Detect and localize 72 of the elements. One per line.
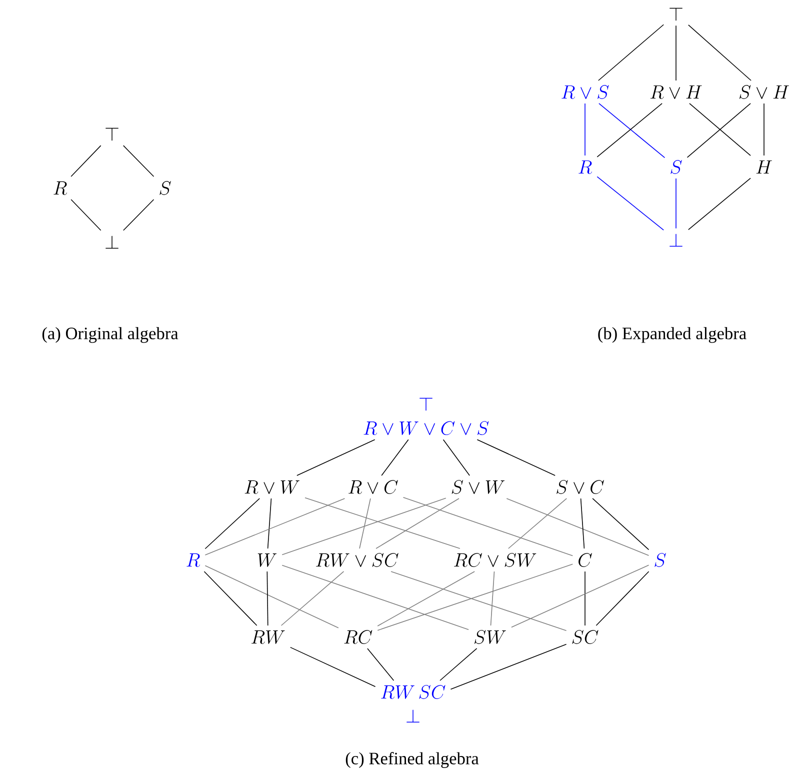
lattice-edge	[598, 24, 664, 81]
lattice-element: $SC$	[572, 630, 598, 644]
lattice-edge	[584, 103, 586, 156]
lattice-element: $R$	[578, 160, 592, 174]
lattice-edge	[440, 648, 478, 681]
lattice-element: $H$	[756, 160, 772, 174]
lattice-edge	[377, 564, 574, 631]
lattice-element: $R \vee W$	[244, 480, 300, 494]
lattice-element: $RW \vee SC$	[316, 553, 398, 567]
lattice-edge	[267, 498, 272, 549]
lattice-edge	[508, 498, 568, 549]
lattice-edge	[450, 644, 567, 690]
lattice-edge	[580, 498, 585, 549]
lattice-element: $S \vee H$	[739, 85, 789, 99]
lattice-element: $RC$	[344, 630, 372, 644]
lattice-edge	[70, 199, 102, 231]
lattice-edge	[280, 571, 344, 626]
lattice-edge	[359, 498, 371, 549]
lattice-element: $RC \vee SW$	[454, 553, 536, 567]
lattice-element: $W$	[258, 553, 277, 567]
lattice-edge	[688, 24, 752, 81]
lattice-edge	[204, 565, 339, 628]
lattice-edge	[296, 439, 376, 476]
lattice-edge	[290, 646, 376, 687]
lattice-edge	[402, 496, 574, 556]
lattice-edge	[70, 145, 102, 177]
lattice-edge	[381, 439, 409, 476]
lattice-element: $S$	[160, 181, 171, 195]
lattice-element: $RW$	[252, 630, 285, 644]
lattice-element: $\bot$	[106, 236, 118, 249]
lattice-element: $S \vee C$	[556, 480, 604, 494]
lattice-edge	[596, 176, 664, 230]
lattice-element: $R \vee H$	[650, 85, 702, 99]
subfigure-caption: (c) Refined algebra	[346, 752, 479, 768]
lattice-element: $R$	[186, 553, 200, 567]
lattice-edge	[584, 571, 586, 626]
lattice-edge	[282, 564, 469, 630]
lattice-edge	[377, 571, 475, 626]
lattice-element: $\top$	[670, 8, 682, 21]
lattice-edge	[476, 439, 556, 476]
lattice-element: $R$	[54, 181, 67, 195]
lattice-edge	[266, 571, 268, 626]
lattice-element: $S$	[654, 553, 666, 567]
lattice-edge	[204, 571, 258, 626]
subfigure-caption: (b) Expanded algebra	[598, 327, 746, 343]
lattice-edge	[123, 145, 154, 177]
lattice-edge	[596, 571, 650, 626]
lattice-edge	[442, 439, 470, 476]
lattice-edge	[390, 571, 567, 632]
lattice-element: $S \vee W$	[452, 480, 505, 494]
lattice-edge	[367, 648, 394, 681]
lattice-edge	[376, 498, 460, 549]
lattice-element: $RW\,SC$ $\bot$	[381, 685, 446, 723]
lattice-edge	[592, 498, 650, 550]
lattice-edge	[490, 571, 495, 626]
lattice-element: $SW$	[474, 630, 506, 644]
lattice-edge	[123, 199, 154, 231]
lattice-element: $\bot$	[670, 234, 682, 247]
lattice-edge	[204, 498, 346, 556]
lattice-edge	[282, 498, 446, 556]
lattice-edge	[506, 498, 650, 556]
lattice-edge	[688, 178, 751, 230]
lattice-edge	[511, 564, 650, 628]
lattice-edge	[304, 497, 460, 549]
lattice-edge	[204, 498, 260, 550]
lattice-element: $R \vee S$	[562, 85, 609, 99]
lattice-element: $S$	[670, 160, 682, 174]
lattice-element: $R \vee C$	[348, 480, 398, 494]
subfigure-caption: (a) Original algebra	[42, 327, 178, 343]
lattice-element: $\top$	[106, 128, 118, 141]
lattice-element: $\top$ $R \vee W \vee C \vee S$	[364, 398, 489, 436]
lattice-element: $C$	[578, 553, 592, 567]
